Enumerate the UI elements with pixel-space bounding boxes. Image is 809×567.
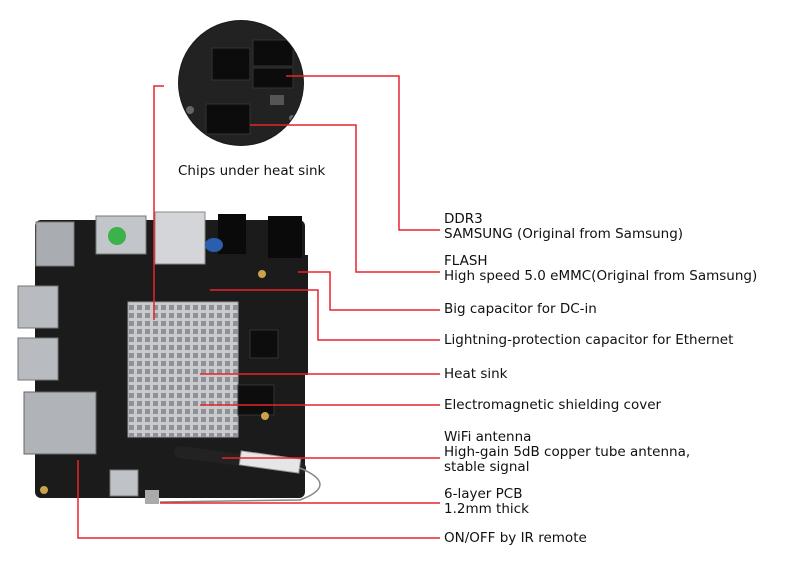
wifi-title: WiFi antenna [444,429,532,445]
ddr3-label: DDR3 SAMSUNG (Original from Samsung) [444,212,683,242]
big-capacitor-label: Big capacitor for DC-in [444,301,597,317]
zoom-caption: Chips under heat sink [178,163,326,179]
onoff-label: ON/OFF by IR remote [444,530,587,546]
heat-sink-label: Heat sink [444,366,508,382]
wifi-antenna [159,446,321,503]
lightning-capacitor-label: Lightning-protection capacitor for Ether… [444,332,734,348]
pcb-title: 6-layer PCB [444,486,523,502]
chips-zoom-view [178,20,304,146]
flash-desc: High speed 5.0 eMMC(Original from Samsun… [444,268,758,284]
ddr3-desc: SAMSUNG (Original from Samsung) [444,226,684,242]
callout-lines [77,75,440,539]
wifi-desc-1: High-gain 5dB copper tube antenna, [444,444,691,460]
pcb-label: 6-layer PCB 1.2mm thick [444,487,529,517]
flash-title: FLASH [444,253,488,269]
flash-label: FLASH High speed 5.0 eMMC(Original from … [444,254,757,284]
pcb-desc: 1.2mm thick [444,501,529,517]
wifi-label: WiFi antenna High-gain 5dB copper tube a… [444,430,690,475]
ddr3-title: DDR3 [444,211,483,227]
em-cover-label: Electromagnetic shielding cover [444,397,662,413]
wifi-desc-2: stable signal [444,459,530,475]
